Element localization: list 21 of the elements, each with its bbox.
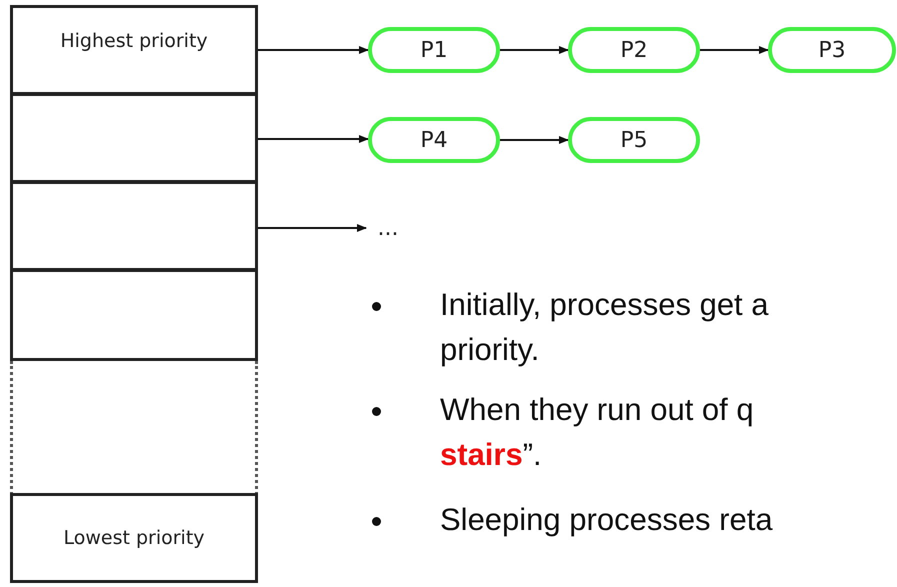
ellipsis-text: ... xyxy=(366,210,410,246)
arrow xyxy=(700,46,769,54)
arrow xyxy=(500,46,569,54)
process-node: P5 xyxy=(568,117,700,163)
arrow xyxy=(258,135,369,143)
bullet-text: When they run out of q stairs”. xyxy=(440,391,755,474)
process-node: P2 xyxy=(568,27,700,73)
queue-slot xyxy=(10,181,258,271)
arrow xyxy=(258,46,369,54)
queue-slot: Highest priority xyxy=(10,5,258,95)
queue-slot xyxy=(10,361,258,495)
queue-slot xyxy=(10,93,258,183)
bullet-text: Sleeping processes reta xyxy=(440,501,774,539)
bullet-text: Initially, processes get a priority. xyxy=(440,286,770,369)
process-node: P3 xyxy=(768,27,896,73)
arrow xyxy=(258,224,367,232)
process-node: P1 xyxy=(368,27,500,73)
queue-slot: Lowest priority xyxy=(10,493,258,583)
process-node: P4 xyxy=(368,117,500,163)
queue-slot xyxy=(10,269,258,361)
arrow xyxy=(500,136,569,144)
